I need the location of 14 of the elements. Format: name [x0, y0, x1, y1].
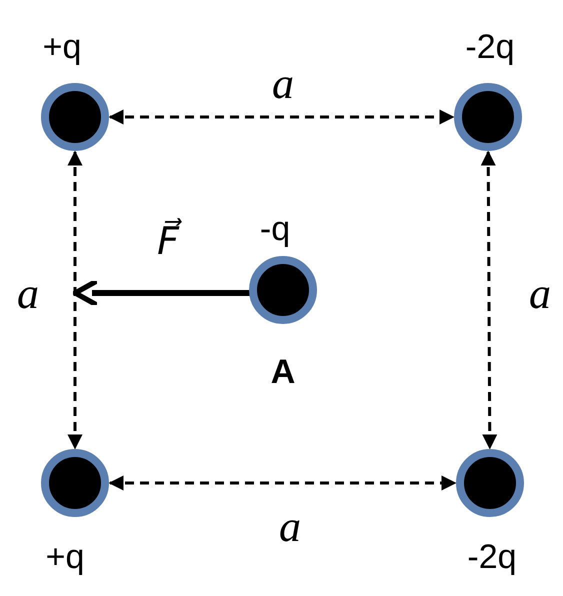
charge-label: -2q: [467, 540, 517, 574]
edge-label: a: [529, 272, 551, 316]
dimension-arrow: [108, 110, 454, 124]
edge-label: a: [17, 272, 39, 316]
edge-label: a: [272, 62, 294, 106]
dimension-arrow: [480, 150, 498, 450]
charge-label: -q: [260, 212, 290, 246]
point-label: A: [270, 355, 296, 389]
charge-label: +q: [42, 30, 82, 64]
dimension-arrow: [68, 150, 82, 450]
edge-label: a: [279, 505, 301, 549]
dimension-arrow: [108, 476, 456, 490]
charge-label: +q: [46, 540, 84, 574]
charge-label: -2q: [465, 30, 515, 64]
